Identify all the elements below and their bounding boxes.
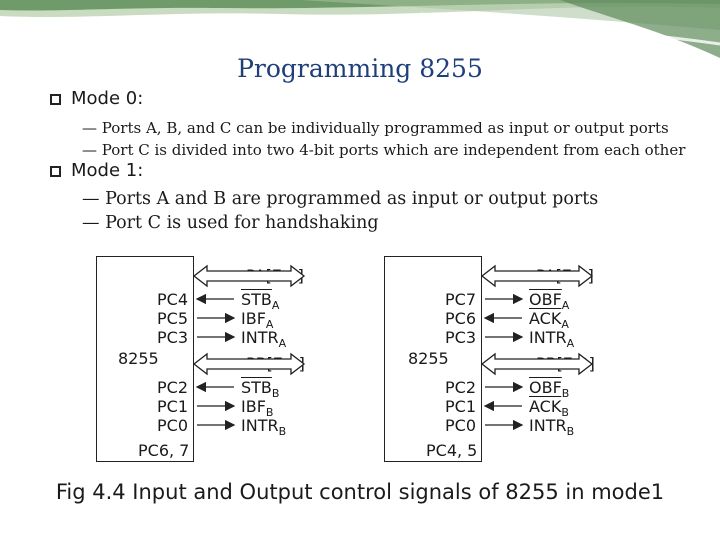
figure-caption: Fig 4.4 Input and Output control signals… xyxy=(0,480,720,504)
port-b-bus-arrow xyxy=(194,354,304,374)
port-a-bus-arrow xyxy=(194,266,304,286)
port-b-bus-arrow xyxy=(482,354,592,374)
port-a-bus-arrow xyxy=(482,266,592,286)
